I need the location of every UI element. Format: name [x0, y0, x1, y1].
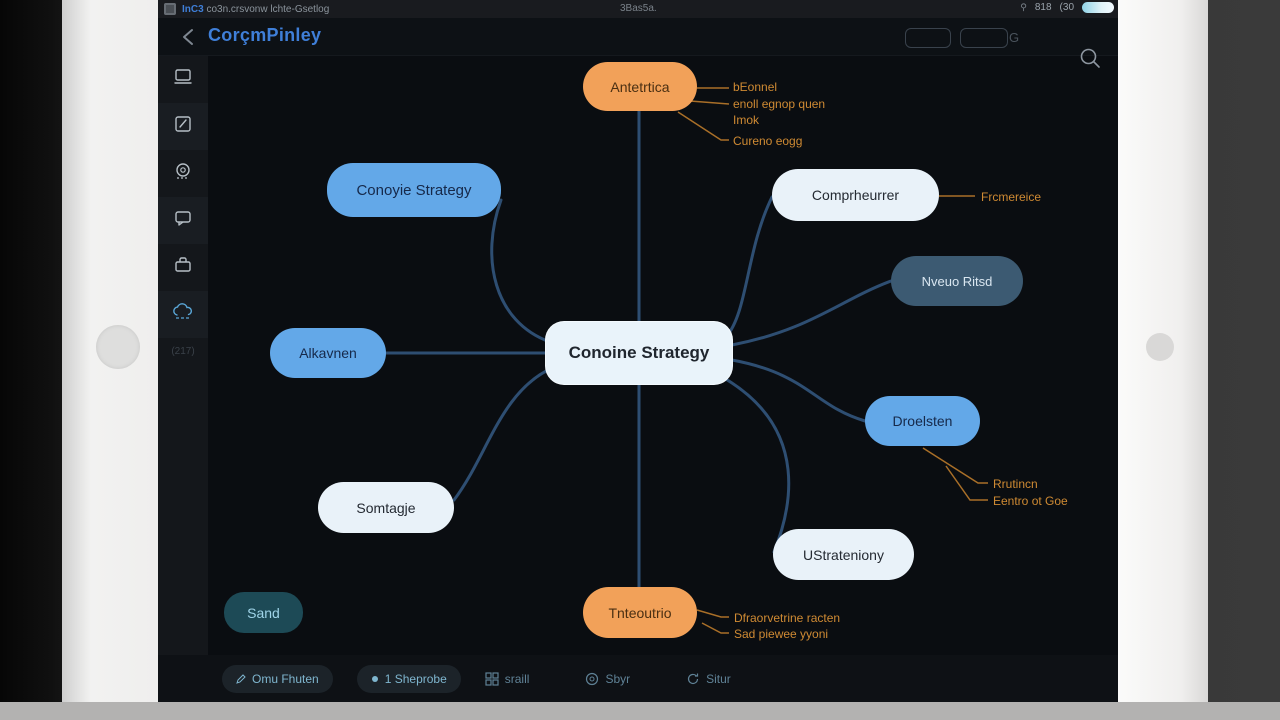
- app-header: CorçmPinley G: [158, 18, 1118, 68]
- cloud-icon: [171, 301, 195, 328]
- sidebar-item-briefcase[interactable]: [158, 244, 208, 291]
- toolbar-button-1-label: Omu Fhuten: [252, 671, 319, 686]
- mindmap-node-nveuo-ritsd[interactable]: Nveuo Ritsd: [891, 256, 1023, 306]
- status-number-2: (30: [1059, 2, 1074, 13]
- grid-icon: [485, 671, 499, 686]
- toolbar-button-2-label: 1 Sheprobe: [384, 671, 447, 686]
- status-number: 818: [1034, 2, 1052, 13]
- page-title: CorçmPinley: [208, 25, 322, 45]
- annotation-top-3: Imok: [733, 113, 760, 127]
- tab-title-prefix: InC3: [182, 3, 204, 15]
- tablet-camera-dot: [1146, 333, 1174, 361]
- toolbar-button-3[interactable]: sraill: [485, 671, 530, 686]
- back-button[interactable]: [178, 26, 200, 48]
- header-button-1[interactable]: [905, 28, 951, 48]
- mindmap-node-conoyie-strategy[interactable]: Conoyie Strategy: [327, 163, 501, 217]
- header-ghost-text: G: [1009, 30, 1020, 45]
- briefcase-icon: [172, 254, 194, 281]
- table-surface: [0, 702, 1280, 720]
- toolbar-button-4[interactable]: Sbyr: [585, 672, 630, 686]
- sidebar-item-chat[interactable]: [158, 197, 208, 244]
- edit-square-icon: [172, 113, 194, 140]
- pencil-icon: [236, 673, 246, 684]
- sidebar: (217): [158, 56, 208, 702]
- chat-icon: [172, 207, 194, 234]
- annotation-mid-2: Eentro ot Goe: [993, 494, 1068, 508]
- annotation-top-1: bEonnel: [733, 80, 778, 94]
- browser-tab-bar: InC3 co3n.crsvonw lchte-Gsetlog 3Bas5a. …: [158, 0, 1118, 18]
- sidebar-item-cloud[interactable]: [158, 291, 208, 338]
- toolbar-button-1[interactable]: Omu Fhuten: [222, 664, 333, 693]
- dot-icon: [371, 675, 379, 683]
- annotation-bottom-2: Sad piewee yyoni: [734, 627, 829, 641]
- toolbar-button-5[interactable]: Situr: [686, 672, 731, 686]
- app-screen: InC3 co3n.crsvonw lchte-Gsetlog 3Bas5a. …: [158, 0, 1118, 702]
- annotation-top-4: Cureno eogg: [733, 134, 803, 148]
- toolbar-button-2[interactable]: 1 Sheprobe: [356, 664, 461, 693]
- tab-center-text: 3Bas5a.: [620, 3, 657, 14]
- annotation-mid-1: Rrutincn: [993, 477, 1038, 491]
- circle-icon: [585, 672, 599, 686]
- sidebar-footer-text: (217): [171, 346, 195, 357]
- toolbar-button-5-label: Situr: [706, 671, 731, 686]
- refresh-icon: [686, 672, 700, 686]
- tab-title[interactable]: InC3 co3n.crsvonw lchte-Gsetlog: [182, 4, 329, 15]
- monitor-icon: [172, 66, 194, 93]
- toolbar-button-3-label: sraill: [504, 671, 530, 686]
- pin-icon: ⚲: [1020, 2, 1027, 12]
- annotation-right: Frcmereice: [981, 190, 1042, 204]
- favicon-icon: [164, 3, 176, 15]
- mindmap-node-alkavnen[interactable]: Alkavnen: [270, 328, 386, 378]
- bottom-toolbar: Omu Fhuten 1 Sheprobe sraill Sbyr Situr: [158, 655, 1118, 702]
- mindmap-node-somtagje[interactable]: Somtagje: [318, 482, 454, 533]
- sidebar-item-monitor[interactable]: [158, 56, 208, 103]
- mindmap-node-antetrtica[interactable]: Antetrtica: [583, 62, 697, 111]
- tab-title-rest: co3n.crsvonw lchte-Gsetlog: [203, 3, 330, 15]
- status-cluster: ⚲ 818 (30: [1020, 2, 1114, 13]
- mindmap-node-droelsten[interactable]: Droelsten: [865, 396, 980, 446]
- sidebar-item-record[interactable]: [158, 150, 208, 197]
- mindmap-center-node[interactable]: Conoine Strategy: [546, 322, 732, 384]
- header-button-2[interactable]: [960, 28, 1008, 48]
- tablet-home-button[interactable]: [96, 325, 140, 369]
- mindmap-node-tnteoutrio[interactable]: Tnteoutrio: [583, 587, 697, 638]
- search-icon[interactable]: [1078, 46, 1102, 70]
- record-icon: [172, 160, 194, 187]
- send-button[interactable]: Sand: [224, 592, 303, 633]
- toolbar-button-4-label: Sbyr: [605, 671, 631, 686]
- sidebar-item-edit[interactable]: [158, 103, 208, 150]
- annotation-bottom-1: Dfraorvetrine racten: [734, 611, 841, 625]
- battery-icon: [1082, 2, 1114, 13]
- annotation-top-2: enoll egnop quen: [733, 97, 826, 111]
- mindmap-node-ustrateniony[interactable]: UStrateniony: [773, 529, 914, 580]
- mindmap-node-comprheurrer[interactable]: Comprheurrer: [772, 169, 939, 221]
